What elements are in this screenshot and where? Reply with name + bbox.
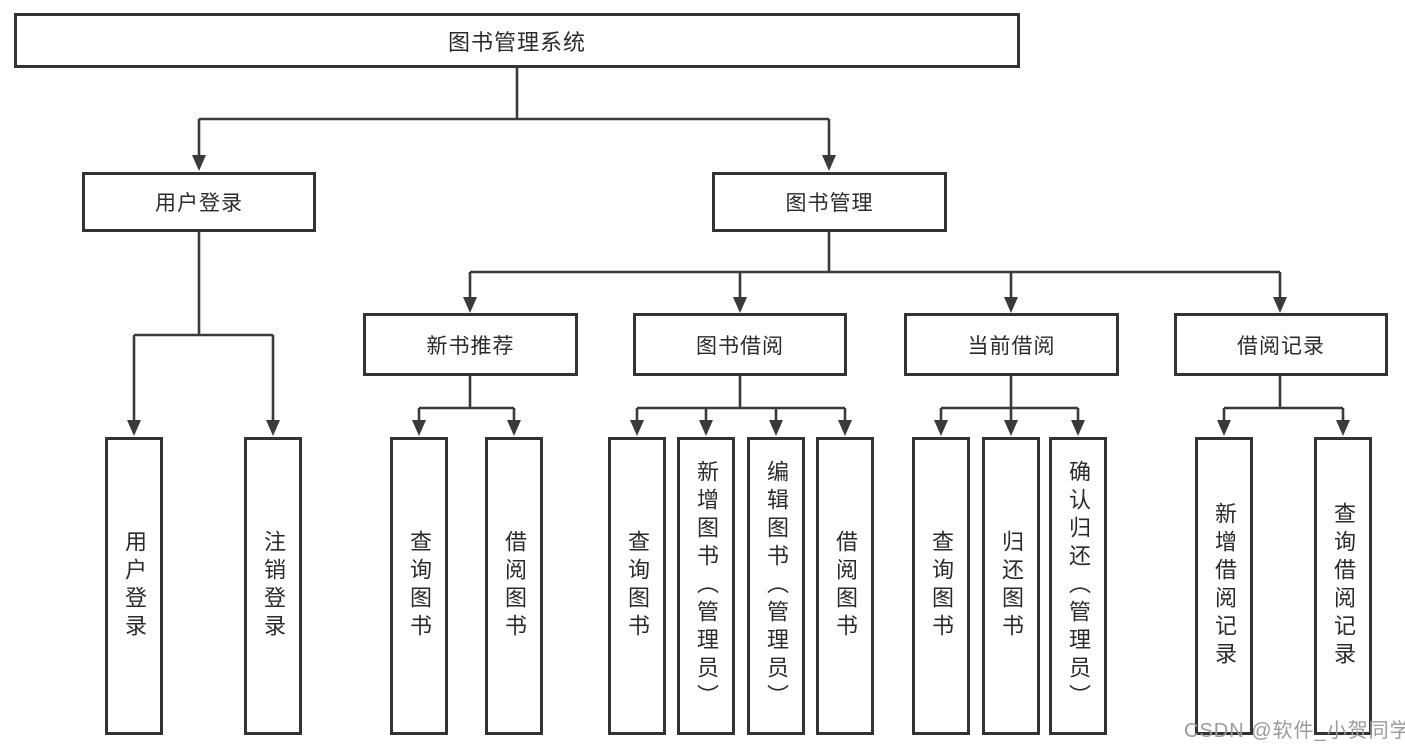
node-label: 查询图书 [625, 530, 650, 642]
leaf-return-books: 归还图书 [982, 437, 1040, 735]
node-label: 用户登录 [122, 530, 147, 642]
node-label: 借阅记录 [1237, 334, 1325, 358]
node-borrow-records: 借阅记录 [1174, 313, 1388, 376]
edge-root-to-level2 [197, 68, 831, 159]
arrowhead [733, 297, 747, 313]
node-label: 图书管理 [785, 192, 874, 215]
arrowhead [412, 420, 426, 436]
arrowhead [934, 420, 948, 436]
arrowhead [630, 420, 644, 436]
leaf-edit-books-admin: 编辑图书（管理员） [747, 437, 805, 735]
arrowhead [1071, 420, 1085, 436]
arrowhead [769, 420, 783, 436]
leaf-query-books-recommend: 查询图书 [390, 437, 448, 735]
arrowhead [699, 420, 713, 436]
csdn-watermark: CSDN @软件_小贺同学 [1184, 720, 1405, 742]
leaf-query-borrow-record: 查询借阅记录 [1314, 437, 1372, 735]
edge-current-to-leaves [939, 376, 1080, 424]
leaf-user-login: 用户登录 [105, 437, 163, 735]
edge-recommend-to-leaves [417, 376, 516, 424]
leaf-borrow-books: 借阅图书 [816, 437, 874, 735]
arrowhead [838, 420, 852, 436]
leaf-confirm-return-admin: 确认归还（管理员） [1049, 437, 1107, 735]
edge-records-to-leaves [1222, 376, 1345, 424]
node-label: 借阅图书 [833, 530, 858, 642]
leaf-borrow-books-recommend: 借阅图书 [485, 437, 543, 735]
leaf-add-borrow-record: 新增借阅记录 [1195, 437, 1253, 735]
edge-userlogin-to-leaves [132, 232, 275, 424]
arrowhead [1004, 420, 1018, 436]
arrowhead [127, 420, 141, 436]
node-label: 编辑图书（管理员） [764, 460, 789, 712]
arrowhead [1336, 420, 1350, 436]
node-label: 当前借阅 [967, 334, 1056, 358]
arrowhead [507, 420, 521, 436]
arrowhead [1004, 297, 1018, 313]
edge-bookmgmt-to-level3 [468, 232, 1282, 301]
node-library-management-system: 图书管理系统 [14, 13, 1020, 68]
leaf-query-books-borrow: 查询图书 [608, 437, 666, 735]
node-label: 注销登录 [261, 530, 286, 642]
leaf-add-books-admin: 新增图书（管理员） [677, 437, 735, 735]
node-label: 查询借阅记录 [1331, 502, 1356, 670]
node-new-book-recommend: 新书推荐 [363, 313, 578, 376]
node-label: 借阅图书 [502, 530, 527, 642]
arrowhead [822, 155, 836, 171]
arrowhead [1273, 297, 1287, 313]
node-current-borrow: 当前借阅 [904, 313, 1119, 376]
arrowhead [463, 297, 477, 313]
node-book-management: 图书管理 [712, 172, 947, 232]
node-user-login: 用户登录 [82, 172, 316, 232]
node-label: 图书管理系统 [447, 29, 586, 55]
node-label: 图书借阅 [696, 334, 784, 358]
node-book-borrow: 图书借阅 [633, 313, 847, 376]
leaf-query-books-current: 查询图书 [912, 437, 970, 735]
edge-borrow-to-leaves [635, 376, 847, 424]
node-label: 用户登录 [155, 192, 243, 215]
node-label: 确认归还（管理员） [1066, 460, 1091, 712]
node-label: 新增图书（管理员） [694, 460, 719, 712]
arrowhead [266, 420, 280, 436]
leaf-logout: 注销登录 [244, 437, 302, 735]
node-label: 归还图书 [999, 530, 1024, 642]
arrowhead [192, 155, 206, 171]
arrowhead [1217, 420, 1231, 436]
node-label: 新书推荐 [426, 334, 515, 358]
node-label: 新增借阅记录 [1212, 502, 1237, 670]
node-label: 查询图书 [407, 530, 432, 642]
node-label: 查询图书 [929, 530, 954, 642]
